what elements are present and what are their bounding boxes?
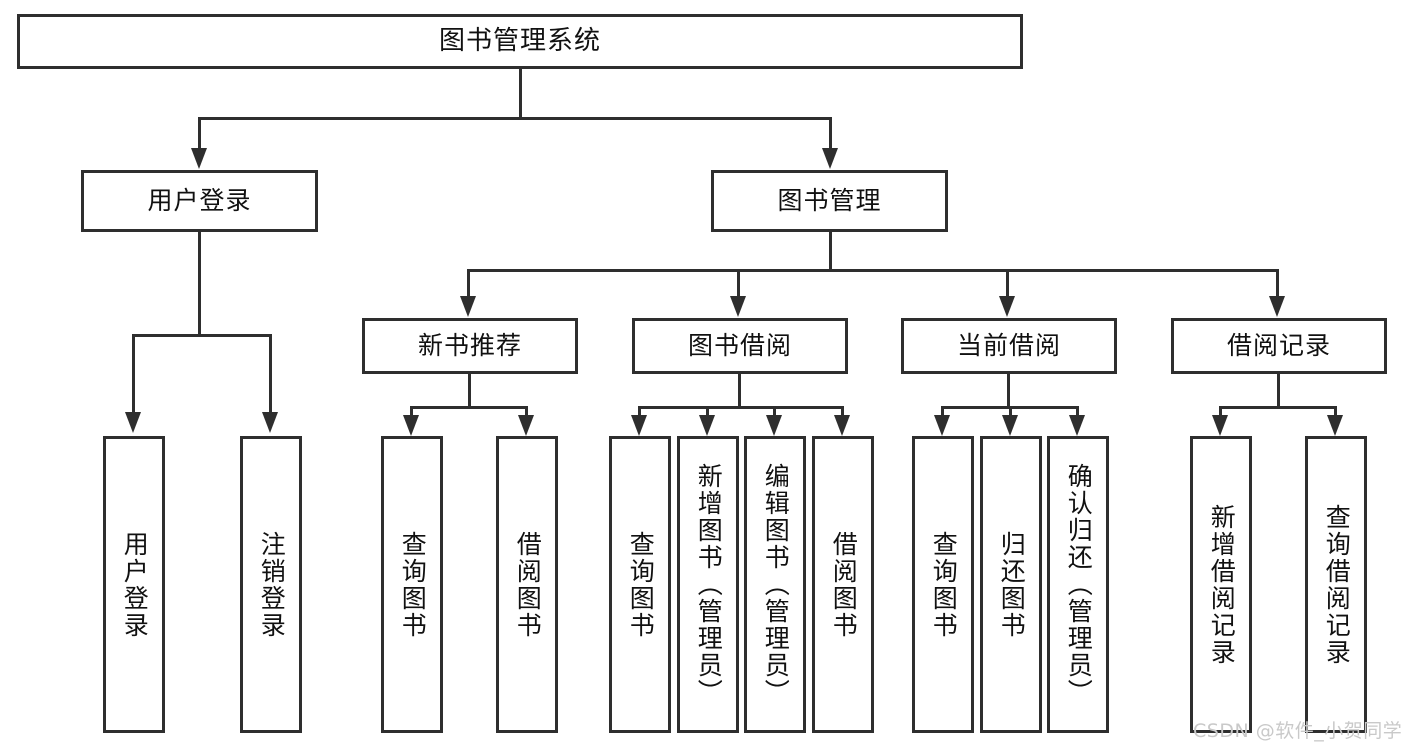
edge-drop-current-borrow	[1006, 269, 1009, 297]
edge-level3-bus	[467, 269, 1279, 272]
arrow-to-cb-leaf-3	[1069, 415, 1085, 436]
edge-book-borrow-stem	[738, 374, 741, 408]
node-root-book-management-system[interactable]: 图书管理系统	[17, 14, 1023, 69]
node-label: 当前借阅	[956, 331, 1061, 361]
leaf-label: 新增借阅记录	[1207, 503, 1237, 666]
edge-borrow-record-stem	[1277, 374, 1280, 408]
edge-drop-new-book-rec	[467, 269, 470, 297]
edge-drop-bb-leaf-1	[638, 406, 641, 418]
node-label: 图书管理系统	[438, 26, 601, 57]
arrow-to-nbr-leaf-1	[403, 415, 419, 436]
arrow-to-cb-leaf-1	[934, 415, 950, 436]
arrow-to-br-leaf-2	[1327, 415, 1343, 436]
arrow-to-book-manage	[822, 148, 838, 169]
leaf-label: 注销登录	[257, 530, 287, 639]
leaf-label: 编辑图书（管理员）	[761, 463, 791, 706]
leaf-borrow-record-2[interactable]: 查询借阅记录	[1305, 436, 1367, 733]
node-label: 新书推荐	[417, 331, 522, 361]
leaf-label: 确认归还（管理员）	[1064, 463, 1094, 706]
leaf-label: 用户登录	[120, 530, 150, 639]
leaf-book-borrow-2[interactable]: 新增图书（管理员）	[677, 436, 739, 733]
arrow-to-br-leaf-1	[1212, 415, 1228, 436]
arrow-to-new-book-rec	[460, 296, 476, 317]
edge-drop-cb-leaf-1	[941, 406, 944, 418]
leaf-book-borrow-3[interactable]: 编辑图书（管理员）	[744, 436, 806, 733]
leaf-user-login-2[interactable]: 注销登录	[240, 436, 302, 733]
leaf-label: 借阅图书	[513, 530, 543, 639]
edge-user-login-bus	[132, 334, 272, 337]
leaf-label: 查询图书	[929, 530, 959, 639]
edge-new-book-rec-bus	[410, 406, 528, 409]
edge-current-borrow-stem	[1007, 374, 1010, 408]
edge-drop-bb-leaf-3	[773, 406, 776, 418]
leaf-current-borrow-1[interactable]: 查询图书	[912, 436, 974, 733]
arrow-to-bb-leaf-3	[766, 415, 782, 436]
leaf-label: 查询图书	[398, 530, 428, 639]
edge-drop-cb-leaf-3	[1076, 406, 1079, 418]
leaf-current-borrow-3[interactable]: 确认归还（管理员）	[1047, 436, 1109, 733]
leaf-label: 归还图书	[997, 530, 1027, 639]
edge-drop-bb-leaf-2	[706, 406, 709, 418]
leaf-label: 新增图书（管理员）	[694, 463, 724, 706]
edge-book-manage-stem	[829, 232, 832, 272]
edge-drop-ul-leaf-1	[132, 334, 135, 414]
leaf-book-borrow-1[interactable]: 查询图书	[609, 436, 671, 733]
arrow-to-user-login	[191, 148, 207, 169]
arrow-to-borrow-record	[1269, 296, 1285, 317]
node-new-book-recommend[interactable]: 新书推荐	[362, 318, 578, 374]
edge-drop-cb-leaf-2	[1009, 406, 1012, 418]
arrow-to-bb-leaf-4	[834, 415, 850, 436]
node-label: 图书借阅	[687, 331, 792, 361]
edge-drop-nbr-leaf-2	[525, 406, 528, 418]
edge-drop-br-leaf-1	[1219, 406, 1222, 418]
edge-drop-ul-leaf-2	[269, 334, 272, 414]
edge-root-stem	[519, 69, 522, 120]
leaf-user-login-1[interactable]: 用户登录	[103, 436, 165, 733]
node-label: 借阅记录	[1226, 331, 1331, 361]
edge-drop-bb-leaf-4	[841, 406, 844, 418]
node-book-management[interactable]: 图书管理	[711, 170, 948, 232]
node-user-login[interactable]: 用户登录	[81, 170, 318, 232]
arrow-to-ul-leaf-2	[262, 412, 278, 433]
arrow-to-current-borrow	[999, 296, 1015, 317]
node-current-borrow[interactable]: 当前借阅	[901, 318, 1117, 374]
edge-drop-book-borrow	[737, 269, 740, 297]
leaf-label: 查询图书	[626, 530, 656, 639]
leaf-label: 查询借阅记录	[1322, 503, 1352, 666]
arrow-to-cb-leaf-2	[1002, 415, 1018, 436]
edge-new-book-rec-stem	[468, 374, 471, 408]
edge-book-borrow-bus	[638, 406, 844, 409]
node-borrow-record[interactable]: 借阅记录	[1171, 318, 1387, 374]
node-label: 用户登录	[147, 186, 252, 216]
edge-drop-nbr-leaf-1	[410, 406, 413, 418]
arrow-to-book-borrow	[730, 296, 746, 317]
node-label: 图书管理	[777, 186, 882, 216]
edge-drop-book-manage	[829, 117, 832, 150]
leaf-current-borrow-2[interactable]: 归还图书	[980, 436, 1042, 733]
arrow-to-nbr-leaf-2	[518, 415, 534, 436]
node-book-borrow[interactable]: 图书借阅	[632, 318, 848, 374]
leaf-new-book-rec-1[interactable]: 查询图书	[381, 436, 443, 733]
arrow-to-ul-leaf-1	[125, 412, 141, 433]
edge-drop-borrow-record	[1276, 269, 1279, 297]
edge-borrow-record-bus	[1219, 406, 1337, 409]
arrow-to-bb-leaf-1	[631, 415, 647, 436]
arrow-to-bb-leaf-2	[699, 415, 715, 436]
leaf-borrow-record-1[interactable]: 新增借阅记录	[1190, 436, 1252, 733]
edge-drop-br-leaf-2	[1334, 406, 1337, 418]
watermark-credit: CSDN @软件_小贺同学	[1193, 720, 1403, 742]
edge-user-login-stem	[198, 232, 201, 337]
edge-level2-bus	[198, 117, 832, 120]
leaf-new-book-rec-2[interactable]: 借阅图书	[496, 436, 558, 733]
leaf-label: 借阅图书	[829, 530, 859, 639]
leaf-book-borrow-4[interactable]: 借阅图书	[812, 436, 874, 733]
edge-drop-user-login	[198, 117, 201, 150]
